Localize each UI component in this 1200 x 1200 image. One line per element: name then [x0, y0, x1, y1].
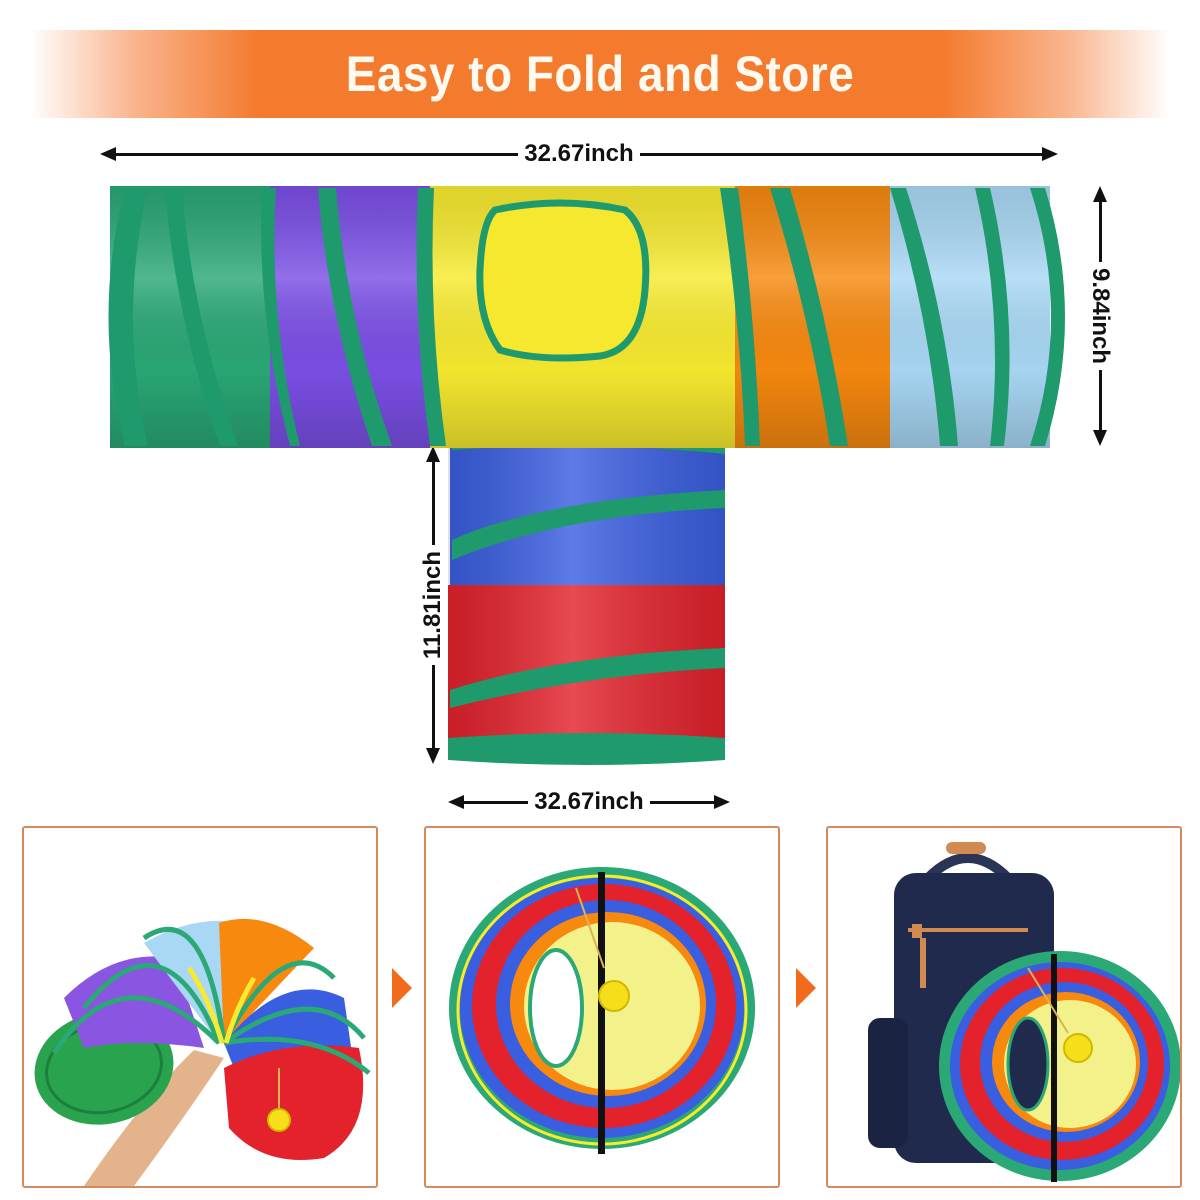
dimension-line [431, 462, 435, 545]
branch-length-dimension: 11.81inch [418, 446, 448, 765]
dimension-line [649, 800, 714, 804]
arrow-right-icon [1042, 147, 1058, 161]
step-arrow-icon [392, 968, 412, 1008]
folded-disc-illustration [449, 867, 755, 1154]
arrow-up-icon [426, 446, 440, 462]
arrow-up-icon [1093, 186, 1107, 202]
dimension-line [464, 800, 529, 804]
arrow-left-icon [100, 147, 116, 161]
branch-width-label: 32.67inch [534, 788, 644, 815]
backpack-with-disc-illustration [868, 842, 1180, 1182]
main-length-label: 32.67inch [524, 140, 634, 167]
dimension-line [1098, 202, 1102, 262]
hand-folding-tunnel-illustration [34, 918, 371, 1186]
main-length-dimension: 32.67inch [100, 140, 1058, 168]
step-2-panel [424, 826, 780, 1188]
dimension-line [116, 152, 519, 156]
branch-width-dimension: 32.67inch [448, 788, 730, 816]
arrow-down-icon [426, 748, 440, 765]
step-1-panel [22, 826, 378, 1188]
tunnel-branch [448, 425, 725, 765]
banner-title: Easy to Fold and Store [345, 46, 855, 102]
title-banner: Easy to Fold and Store [30, 30, 1170, 118]
step-3-panel [826, 826, 1182, 1188]
main-diameter-label: 9.84inch [1087, 267, 1114, 365]
arrow-down-icon [1093, 430, 1107, 447]
tunnel-main-tube [108, 186, 1065, 448]
dimension-line [431, 665, 435, 749]
arrow-right-icon [714, 795, 730, 809]
arrow-left-icon [448, 795, 464, 809]
main-diameter-dimension: 9.84inch [1085, 186, 1115, 447]
step-arrow-icon [796, 968, 816, 1008]
t-shaped-tunnel-illustration [108, 186, 1065, 765]
dimension-line [639, 152, 1042, 156]
dimension-line [1098, 370, 1102, 431]
